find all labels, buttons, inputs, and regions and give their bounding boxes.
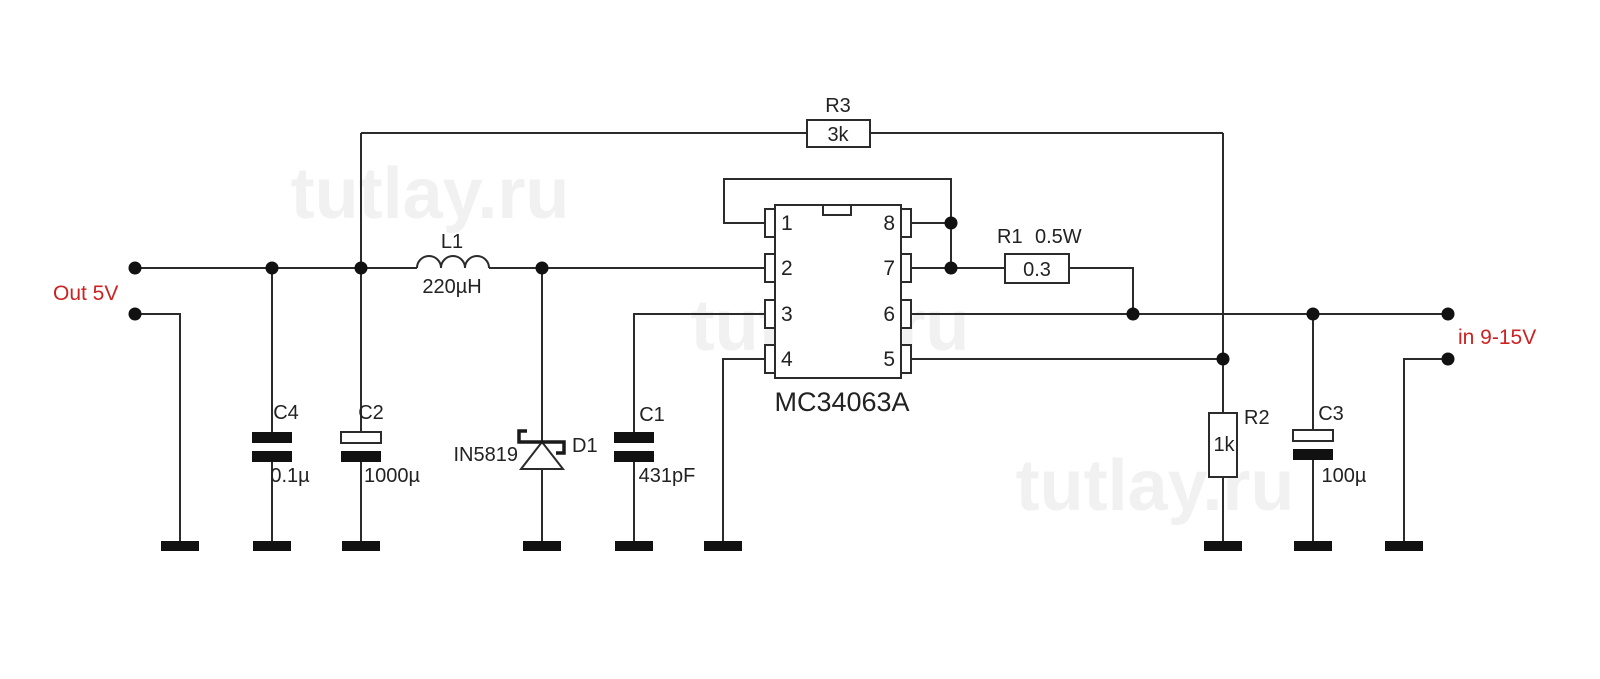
junction-dot bbox=[1306, 307, 1320, 321]
resistor-r1: R1 0.5W 0.3 bbox=[997, 226, 1082, 284]
ic-mc34063a: 1 2 3 4 8 7 6 5 MC34063A bbox=[764, 204, 912, 417]
l1-value: 220µH bbox=[422, 276, 481, 298]
terminal-dot-out-positive bbox=[128, 261, 142, 275]
c3-ref: C3 bbox=[1318, 403, 1344, 425]
r1-rating: 0.5W bbox=[1035, 226, 1082, 248]
junction-dot bbox=[265, 261, 279, 275]
capacitor-plate-icon bbox=[252, 432, 292, 443]
c2-value: 1000µ bbox=[364, 465, 420, 487]
wire-r1-drop bbox=[1069, 267, 1134, 314]
ic-pin-number: 1 bbox=[781, 212, 793, 235]
ground-symbols bbox=[161, 541, 1423, 551]
r2-value: 1k bbox=[1213, 434, 1235, 456]
capacitor-c1: C1 431pF bbox=[614, 404, 695, 487]
output-voltage-label: Out 5V bbox=[53, 282, 118, 305]
terminal-dot-in-positive bbox=[1441, 307, 1455, 321]
resistor-r3: R3 3k bbox=[806, 95, 871, 148]
wire-output-ground bbox=[135, 313, 181, 541]
ic-pin-number: 8 bbox=[883, 212, 895, 235]
junction-dot bbox=[354, 261, 368, 275]
capacitor-c3: C3 100µ bbox=[1292, 403, 1367, 487]
wire-pin3-c1 bbox=[633, 313, 765, 541]
r3-value: 3k bbox=[827, 124, 849, 146]
ic-pin-tab bbox=[764, 299, 776, 329]
terminal-dot-in-negative bbox=[1441, 352, 1455, 366]
ic-pin-tab bbox=[764, 253, 776, 283]
d1-ref: D1 bbox=[572, 435, 598, 457]
d1-part: IN5819 bbox=[454, 444, 519, 466]
junction-dot bbox=[535, 261, 549, 275]
ground-bar-icon bbox=[161, 541, 199, 551]
ic-pin-tab bbox=[764, 208, 776, 238]
resistor-r2: R2 1k bbox=[1208, 407, 1270, 478]
capacitor-plate-icon bbox=[614, 432, 654, 443]
ground-bar-icon bbox=[704, 541, 742, 551]
ic-name-label: MC34063A bbox=[774, 387, 909, 417]
diode-d1: IN5819 D1 bbox=[454, 429, 598, 470]
ic-notch-icon bbox=[822, 204, 852, 216]
junction-dot bbox=[1216, 352, 1230, 366]
capacitor-plate-positive-icon bbox=[1292, 429, 1334, 442]
c3-value: 100µ bbox=[1322, 465, 1367, 487]
ground-bar-icon bbox=[1204, 541, 1242, 551]
c4-ref: C4 bbox=[273, 402, 299, 424]
wire-pin4-ground bbox=[722, 358, 765, 541]
ic-pin-number: 2 bbox=[781, 257, 793, 280]
inductor-l1: L1 220µH bbox=[416, 231, 490, 298]
capacitor-plate-icon bbox=[252, 451, 292, 462]
capacitor-plate-icon bbox=[614, 451, 654, 462]
wires bbox=[135, 132, 1448, 541]
junction-dot bbox=[944, 261, 958, 275]
wire-pin1-loop bbox=[723, 178, 952, 268]
ground-bar-icon bbox=[1294, 541, 1332, 551]
c1-ref: C1 bbox=[639, 404, 665, 426]
resistor-body-icon bbox=[1004, 253, 1070, 284]
capacitor-c4: C4 0.1µ bbox=[252, 402, 310, 487]
input-voltage-label: in 9-15V bbox=[1458, 326, 1536, 349]
ground-bar-icon bbox=[253, 541, 291, 551]
junction-dot bbox=[944, 216, 958, 230]
capacitor-plate-icon bbox=[1293, 449, 1333, 460]
ground-bar-icon bbox=[1385, 541, 1423, 551]
schottky-cathode-icon bbox=[517, 429, 566, 455]
ic-body bbox=[774, 204, 902, 379]
junction-dot bbox=[1126, 307, 1140, 321]
ic-pin-number: 4 bbox=[781, 348, 793, 371]
wire-input-ground bbox=[1403, 358, 1448, 541]
ic-pin-number: 6 bbox=[883, 303, 895, 326]
capacitor-plate-icon bbox=[341, 451, 381, 462]
diode-triangle-icon bbox=[518, 440, 566, 470]
c1-value: 431pF bbox=[639, 465, 696, 487]
terminal-dot-out-negative bbox=[128, 307, 142, 321]
r1-ref: R1 bbox=[997, 226, 1023, 248]
watermark-text: tutlay.ru bbox=[291, 154, 570, 234]
ground-bar-icon bbox=[523, 541, 561, 551]
junction-dots bbox=[128, 216, 1455, 366]
capacitor-plate-positive-icon bbox=[340, 431, 382, 444]
r3-ref: R3 bbox=[825, 95, 851, 117]
c2-ref: C2 bbox=[358, 402, 384, 424]
capacitor-c2: C2 1000µ bbox=[340, 402, 420, 487]
ic-pin-tab bbox=[900, 299, 912, 329]
l1-ref: L1 bbox=[441, 231, 463, 253]
inductor-coil-icon bbox=[416, 255, 490, 269]
c4-value: 0.1µ bbox=[270, 465, 310, 487]
ic-pin-tab bbox=[900, 253, 912, 283]
r1-value: 0.3 bbox=[1023, 259, 1051, 281]
ic-pin-number: 5 bbox=[883, 348, 895, 371]
r2-ref: R2 bbox=[1244, 407, 1270, 429]
resistor-body-icon bbox=[806, 119, 871, 148]
ic-pin-number: 3 bbox=[781, 303, 793, 326]
ic-pin-tab bbox=[900, 208, 912, 238]
resistor-body-icon bbox=[1208, 412, 1238, 478]
ground-bar-icon bbox=[342, 541, 380, 551]
ic-pin-tab bbox=[764, 344, 776, 374]
ic-pin-tab bbox=[900, 344, 912, 374]
ic-pin-number: 7 bbox=[883, 257, 895, 280]
watermark-text: tutlay.ru bbox=[1016, 446, 1295, 526]
ground-bar-icon bbox=[615, 541, 653, 551]
